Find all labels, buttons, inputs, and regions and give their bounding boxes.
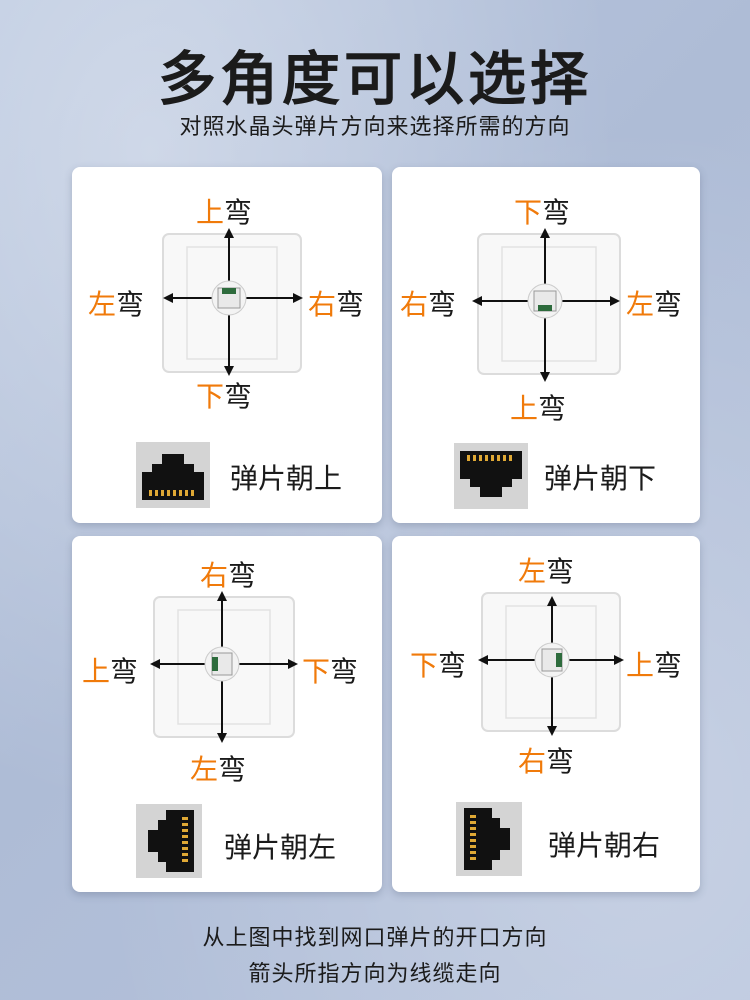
direction-label-top: 上弯 bbox=[196, 196, 253, 229]
direction-label-bottom: 上弯 bbox=[510, 392, 567, 425]
direction-label-right: 下弯 bbox=[302, 655, 359, 688]
option-card-clip-down[interactable]: 下弯 上弯 右弯 左弯 弹片朝下 bbox=[392, 167, 700, 523]
option-card-clip-right[interactable]: 左弯 右弯 下弯 上弯 弹片朝右 bbox=[392, 536, 700, 892]
rj45-clip-left-icon bbox=[136, 804, 202, 878]
page-subtitle: 对照水晶头弹片方向来选择所需的方向 bbox=[179, 115, 571, 140]
direction-label-left: 上弯 bbox=[82, 655, 139, 688]
direction-label-bottom: 左弯 bbox=[190, 753, 247, 786]
card-caption: 弹片朝左 bbox=[224, 831, 337, 864]
direction-label-right: 右弯 bbox=[308, 288, 365, 321]
wall-socket-diagram bbox=[472, 228, 621, 382]
direction-label-top: 左弯 bbox=[518, 555, 575, 588]
rj45-clip-right-icon bbox=[456, 802, 522, 876]
direction-label-right: 左弯 bbox=[626, 288, 683, 321]
wall-socket-diagram bbox=[150, 591, 298, 743]
direction-label-top: 右弯 bbox=[200, 559, 257, 592]
wall-socket-diagram bbox=[478, 592, 624, 736]
rj45-clip-up-icon bbox=[136, 442, 210, 508]
wall-socket-diagram bbox=[162, 228, 303, 376]
option-card-clip-left[interactable]: 右弯 左弯 上弯 下弯 弹片朝左 bbox=[72, 536, 382, 892]
direction-label-bottom: 右弯 bbox=[518, 745, 575, 778]
page-title: 多角度可以选择 bbox=[157, 45, 592, 113]
direction-label-top: 下弯 bbox=[514, 196, 571, 229]
direction-label-left: 右弯 bbox=[400, 288, 457, 321]
card-caption: 弹片朝右 bbox=[548, 829, 661, 862]
direction-label-left: 下弯 bbox=[410, 649, 467, 682]
footer-line-2: 箭头所指方向为线缆走向 bbox=[248, 962, 502, 987]
card-caption: 弹片朝下 bbox=[544, 462, 657, 495]
direction-label-left: 左弯 bbox=[88, 288, 145, 321]
option-card-clip-up[interactable]: 上弯 下弯 左弯 右弯 弹片朝上 bbox=[72, 167, 382, 523]
direction-label-right: 上弯 bbox=[626, 649, 683, 682]
card-caption: 弹片朝上 bbox=[230, 462, 343, 495]
rj45-clip-down-icon bbox=[454, 443, 528, 509]
direction-label-bottom: 下弯 bbox=[196, 380, 253, 413]
footer-line-1: 从上图中找到网口弹片的开口方向 bbox=[202, 926, 548, 951]
